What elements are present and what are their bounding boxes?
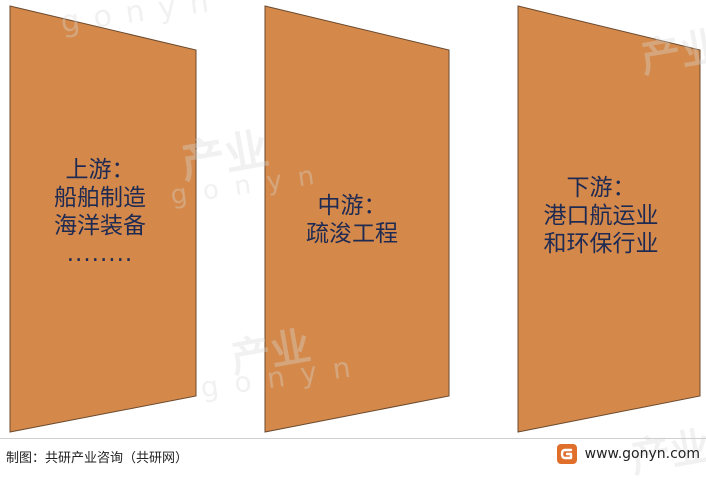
- panel-downstream-text: 下游： 港口航运业 和环保行业: [511, 174, 691, 258]
- panel-midstream-text: 中游： 疏浚工程: [262, 192, 442, 248]
- panel-ellipsis: ........: [66, 241, 134, 267]
- panels-svg: [9, 5, 701, 433]
- panel-heading: 下游：: [566, 175, 636, 201]
- panel-heading: 上游：: [65, 157, 135, 183]
- panel-upstream-shape: [9, 5, 197, 433]
- footer: 制图：共研产业咨询（共研网） www.gonyn.com: [0, 438, 706, 468]
- website-url[interactable]: www.gonyn.com: [584, 446, 700, 462]
- gonyn-logo-icon: [556, 444, 577, 464]
- panel-downstream-shape: [517, 5, 701, 433]
- panel-line: 船舶制造: [54, 185, 146, 211]
- panel-midstream-shape: [264, 5, 450, 433]
- source-credit: 制图：共研产业咨询（共研网）: [6, 451, 189, 466]
- panel-line: 港口航运业: [543, 203, 659, 229]
- panel-upstream-text: 上游： 船舶制造 海洋装备 ........: [10, 156, 190, 268]
- panel-line: 海洋装备: [54, 213, 146, 239]
- panel-line: 疏浚工程: [306, 221, 398, 247]
- panel-line: 和环保行业: [543, 231, 659, 257]
- brand: www.gonyn.com: [556, 444, 700, 464]
- panel-heading: 中游：: [317, 193, 387, 219]
